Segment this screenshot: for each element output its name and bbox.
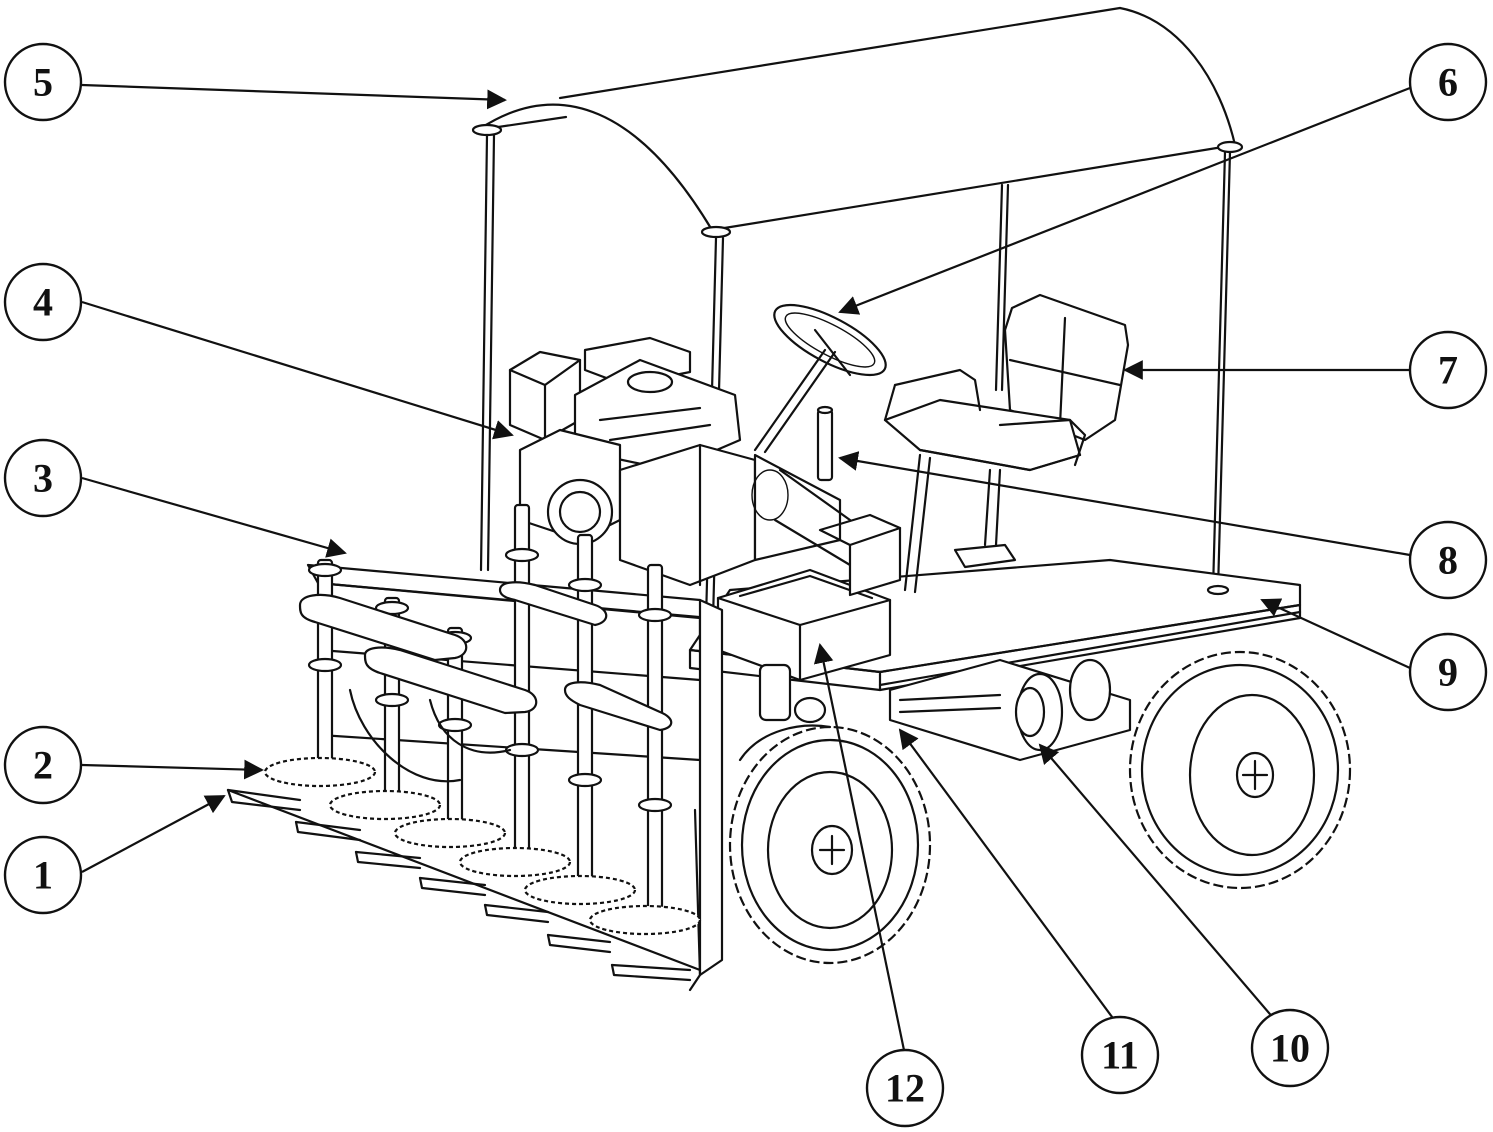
driver-seat bbox=[883, 293, 1130, 594]
callout-2-label: 2 bbox=[33, 743, 53, 788]
callout-10-label: 10 bbox=[1270, 1026, 1310, 1071]
guide-fingers bbox=[226, 788, 702, 982]
saw-blades bbox=[263, 756, 702, 936]
callout-2: 2 bbox=[3, 725, 83, 805]
rear-wheel bbox=[1128, 650, 1352, 890]
front-left-wheel-hidden bbox=[348, 688, 512, 783]
callout-4-label: 4 bbox=[33, 280, 53, 325]
callout-7-label: 7 bbox=[1438, 348, 1458, 393]
callout-5-label: 5 bbox=[33, 60, 53, 105]
callout-11: 11 bbox=[1080, 1015, 1160, 1095]
front-wheel bbox=[728, 724, 932, 965]
callout-leaders bbox=[81, 83, 1411, 1056]
callout-9: 9 bbox=[1408, 632, 1488, 712]
callout-10: 10 bbox=[1250, 1008, 1330, 1088]
steering-wheel bbox=[753, 303, 887, 454]
callout-6: 6 bbox=[1408, 42, 1488, 122]
console-box bbox=[818, 513, 902, 597]
callout-7: 7 bbox=[1408, 330, 1488, 410]
drive-axle bbox=[758, 658, 1132, 762]
callout-3: 3 bbox=[3, 438, 83, 518]
callout-8-label: 8 bbox=[1438, 538, 1458, 583]
callout-8: 8 bbox=[1408, 520, 1488, 600]
callout-3-label: 3 bbox=[33, 456, 53, 501]
callout-1: 1 bbox=[3, 835, 83, 915]
control-lever bbox=[816, 405, 834, 482]
callout-12-label: 12 bbox=[885, 1066, 925, 1111]
callout-12: 12 bbox=[865, 1048, 945, 1128]
callout-5: 5 bbox=[3, 42, 83, 122]
callout-6-label: 6 bbox=[1438, 60, 1458, 105]
callout-9-label: 9 bbox=[1438, 650, 1458, 695]
drive-belts bbox=[298, 581, 673, 732]
engine bbox=[508, 336, 852, 587]
callout-1-label: 1 bbox=[33, 853, 53, 898]
callout-4: 4 bbox=[3, 262, 83, 342]
canopy-roof bbox=[471, 6, 1244, 239]
callout-11-label: 11 bbox=[1101, 1033, 1139, 1078]
